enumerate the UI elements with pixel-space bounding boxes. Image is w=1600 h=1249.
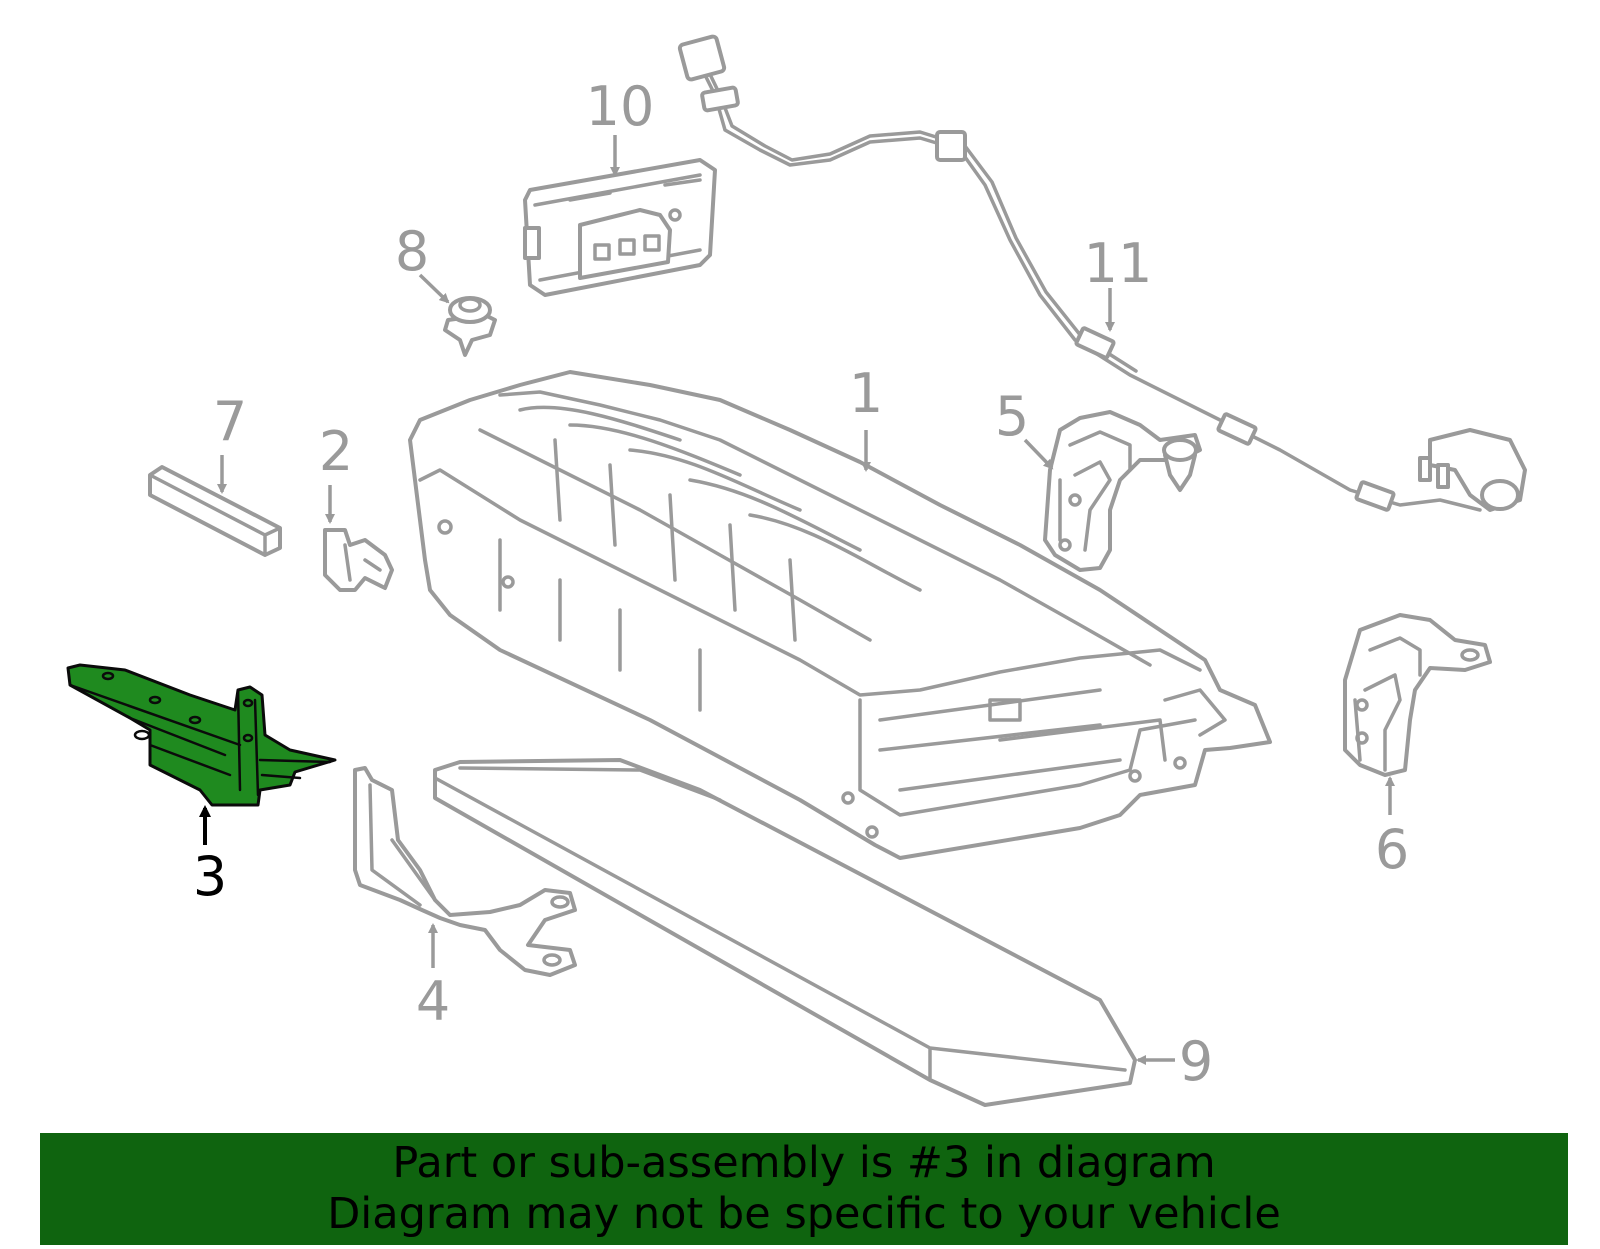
callout-6: 6 [1375,818,1409,881]
part-11-wire-harness[interactable] [677,34,1527,512]
part-5-bracket[interactable] [1043,410,1202,572]
callout-7: 7 [213,390,247,453]
part-2-small-bracket[interactable] [323,528,394,592]
part-3-bracket-highlighted[interactable] [66,663,337,807]
part-8-clip[interactable] [443,296,497,357]
part-4-bracket-arm[interactable] [353,766,577,977]
callout-11: 11 [1084,232,1153,295]
leader-lines [199,135,1395,1065]
banner-line-2: Diagram may not be specific to your vehi… [327,1189,1281,1239]
part-10-module-plate[interactable] [523,158,717,297]
parts-diagram: 1 2 3 4 5 6 7 8 9 10 11 [66,34,1527,1107]
info-banner: Part or sub-assembly is #3 in diagram Di… [40,1133,1568,1245]
callout-9: 9 [1179,1030,1213,1093]
callout-labels: 1 2 3 4 5 6 7 8 9 10 11 [193,75,1409,1093]
banner-line-1: Part or sub-assembly is #3 in diagram [392,1138,1216,1188]
callout-2: 2 [319,420,353,483]
callout-4: 4 [416,970,450,1033]
part-9-rail[interactable] [433,758,1137,1107]
callout-8: 8 [395,220,429,283]
part-6-bracket[interactable] [1343,613,1492,777]
callout-1: 1 [849,362,883,425]
callout-10: 10 [586,75,655,138]
callout-3-highlighted: 3 [193,845,227,908]
part-7-pad[interactable] [148,465,282,557]
callout-5: 5 [995,385,1029,448]
part-1-battery-pack[interactable] [408,370,1272,860]
